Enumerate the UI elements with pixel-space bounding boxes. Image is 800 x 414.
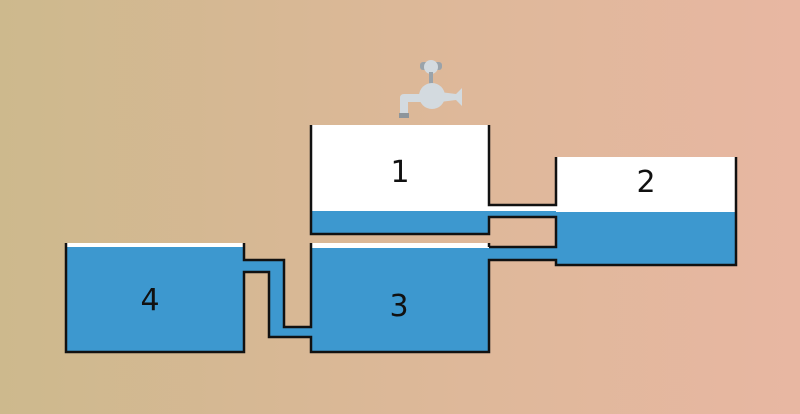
walls <box>64 125 738 354</box>
pipes <box>244 206 556 337</box>
tank-1-label: 1 <box>390 155 409 190</box>
tank-3: 3 <box>311 243 489 352</box>
tank-4-label: 4 <box>140 283 159 318</box>
tank-4: 4 <box>66 243 244 352</box>
tank-1: 1 <box>311 125 489 234</box>
tank-3-label: 3 <box>389 289 408 324</box>
tank-2: 2 <box>556 157 736 265</box>
tank-2-label: 2 <box>636 165 655 200</box>
faucet-icon <box>399 60 462 118</box>
